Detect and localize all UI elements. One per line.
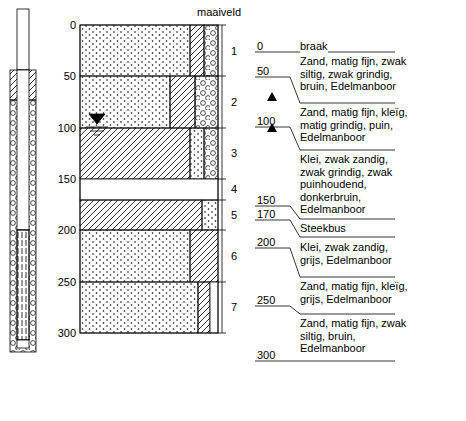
layer-description: Klei, zwak zandig, grijs, Edelmanboor xyxy=(300,241,412,266)
depth-label: 100 xyxy=(257,115,275,128)
depth-label: 0 xyxy=(257,40,263,53)
depth-label: 300 xyxy=(257,349,275,362)
depth-label: 200 xyxy=(257,236,275,249)
depth-label: 50 xyxy=(257,65,269,78)
layer-number: 4 xyxy=(231,183,237,196)
depth-axis: 100 xyxy=(58,122,76,135)
depth-axis: 250 xyxy=(58,276,76,289)
layer-description: braak xyxy=(300,40,328,53)
depth-axis: 150 xyxy=(58,173,76,186)
layer-number: 7 xyxy=(231,301,237,314)
title: maaiveld xyxy=(197,6,241,19)
depth-label: 250 xyxy=(257,294,275,307)
layer-description: Zand, matig fijn, zwak siltig, bruin, Ed… xyxy=(300,317,412,355)
layer-number: 5 xyxy=(231,209,237,222)
layer-number: 3 xyxy=(231,147,237,160)
depth-axis: 50 xyxy=(64,70,76,83)
layer-description: Steekbus xyxy=(300,222,346,235)
depth-axis: 0 xyxy=(70,19,76,32)
depth-label: 170 xyxy=(257,208,275,221)
depth-label: 150 xyxy=(257,194,275,207)
layer-description: Klei, zwak zandig, zwak grindig, zwak pu… xyxy=(300,153,412,216)
layer-description: Zand, matig fijn, zwak siltig, zwak grin… xyxy=(300,55,412,93)
layer-number: 2 xyxy=(231,96,237,109)
layer-number: 1 xyxy=(231,45,237,58)
layer-description: Zand, matig fijn, kleïg, grijs, Edelmanb… xyxy=(300,280,412,305)
layer-description: Zand, matig fijn, kleïg, matig grindig, … xyxy=(300,106,412,144)
depth-axis: 200 xyxy=(58,224,76,237)
depth-axis: 300 xyxy=(58,327,76,340)
layer-number: 6 xyxy=(231,250,237,263)
